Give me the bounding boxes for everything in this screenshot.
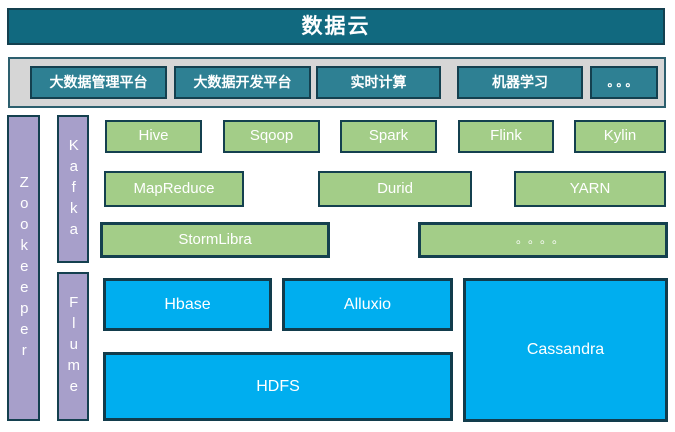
alluxio-label: Alluxio: [343, 295, 392, 313]
sqoop-box: Sqoop: [223, 120, 320, 153]
platform-item-label: 实时计算: [350, 73, 407, 90]
zookeeper-label: Zookeeper: [15, 173, 33, 363]
hdfs-label: HDFS: [256, 377, 300, 395]
platform-item-label: 机器学习: [492, 73, 548, 90]
platform-item-label: 大数据管理平台: [49, 73, 148, 90]
sqoop-label: Sqoop: [249, 127, 294, 145]
hive-box: Hive: [105, 120, 202, 153]
hive-label: Hive: [138, 127, 169, 145]
zookeeper-bar: Zookeeper: [7, 115, 40, 421]
cassandra-box: Cassandra: [463, 278, 668, 422]
flink-box: Flink: [458, 120, 554, 153]
banner-title: 数据云: [301, 14, 371, 38]
spark-label: Spark: [368, 127, 409, 145]
hdfs-box: HDFS: [103, 352, 453, 421]
hbase-label: Hbase: [164, 295, 211, 313]
kafka-label: Kafka: [65, 136, 83, 242]
hbase-box: Hbase: [103, 278, 272, 331]
stormlibra-label: StormLibra: [178, 230, 252, 248]
flume-label: Flume: [65, 294, 83, 399]
platform-item-bigdata-development: 大数据开发平台: [174, 66, 311, 99]
spark-box: Spark: [340, 120, 437, 153]
platform-item-ellipsis: 。。。: [590, 66, 658, 99]
platform-item-label: 。。。: [607, 74, 641, 89]
durid-label: Durid: [377, 179, 413, 197]
kylin-label: Kylin: [603, 127, 637, 145]
platform-item-bigdata-management: 大数据管理平台: [30, 66, 167, 99]
kylin-box: Kylin: [574, 120, 666, 153]
alluxio-box: Alluxio: [282, 278, 453, 331]
cassandra-label: Cassandra: [526, 341, 605, 359]
flink-label: Flink: [490, 127, 522, 145]
mapreduce-box: MapReduce: [104, 171, 244, 207]
durid-box: Durid: [318, 171, 472, 207]
platform-item-label: 大数据开发平台: [193, 73, 292, 90]
compute-ellipsis-box: 。。。。: [418, 222, 668, 258]
mapreduce-label: MapReduce: [133, 179, 215, 197]
compute-ellipsis-label: 。。。。: [515, 232, 570, 247]
flume-bar: Flume: [57, 272, 89, 421]
stormlibra-box: StormLibra: [100, 222, 330, 258]
platform-item-realtime-compute: 实时计算: [316, 66, 441, 99]
yarn-label: YARN: [569, 179, 611, 197]
banner-data-cloud: 数据云: [7, 8, 665, 45]
platform-item-machine-learning: 机器学习: [457, 66, 583, 99]
yarn-box: YARN: [514, 171, 666, 207]
kafka-bar: Kafka: [57, 115, 89, 263]
